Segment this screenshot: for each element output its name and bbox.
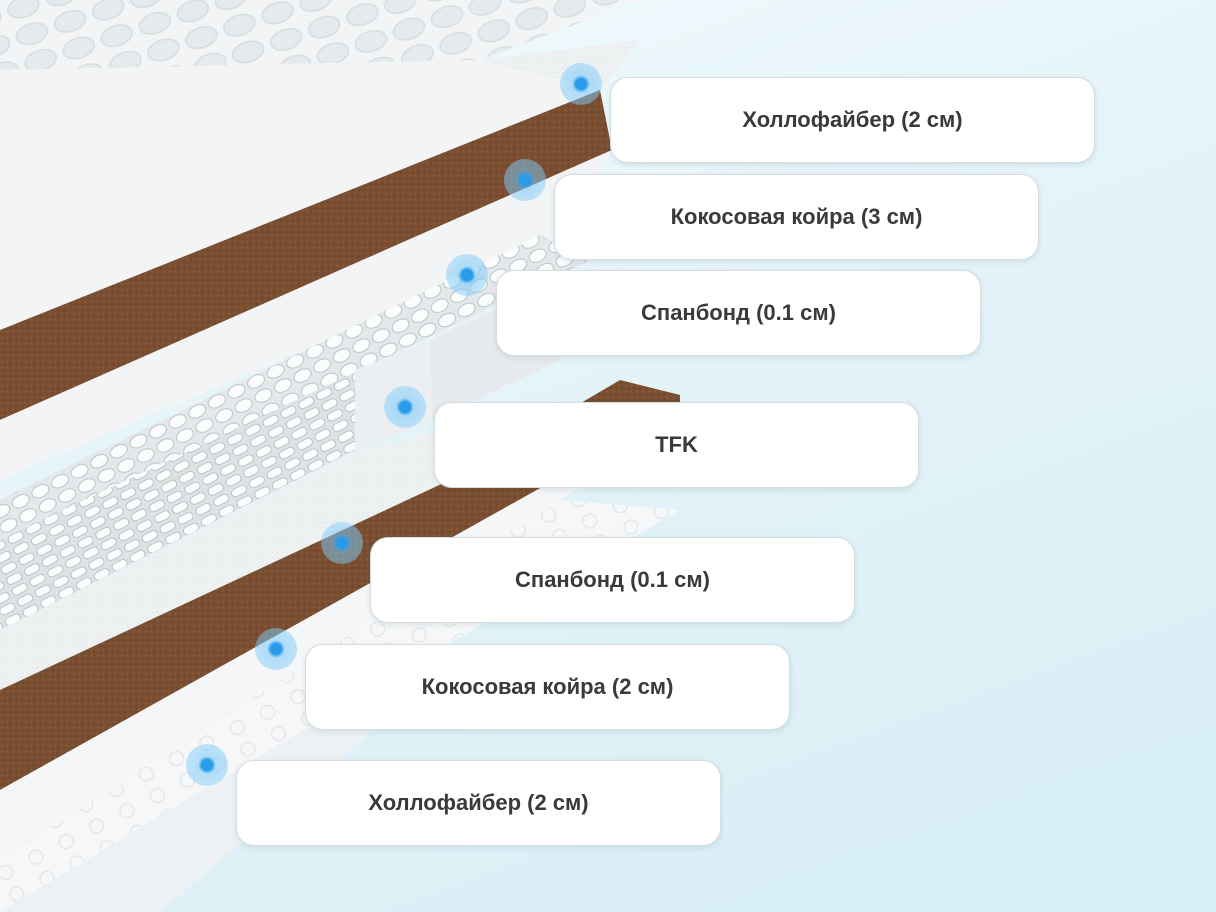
layer-marker-2[interactable] [504,159,546,201]
layer-label-spunbond-bottom[interactable]: Спанбонд (0.1 см) [370,537,855,623]
layer-label-spunbond-top[interactable]: Спанбонд (0.1 см) [496,270,981,356]
layer-marker-3[interactable] [446,254,488,296]
layer-label-tfk[interactable]: TFK [434,402,919,488]
layer-marker-5[interactable] [321,522,363,564]
layer-label-coir-3cm[interactable]: Кокосовая койра (3 см) [554,174,1039,260]
layer-label-hollofiber-bottom[interactable]: Холлофайбер (2 см) [236,760,721,846]
layer-marker-6[interactable] [255,628,297,670]
layer-label-hollofiber-top[interactable]: Холлофайбер (2 см) [610,77,1095,163]
layer-marker-1[interactable] [560,63,602,105]
layer-marker-7[interactable] [186,744,228,786]
layer-marker-4[interactable] [384,386,426,428]
layer-label-coir-2cm[interactable]: Кокосовая койра (2 см) [305,644,790,730]
